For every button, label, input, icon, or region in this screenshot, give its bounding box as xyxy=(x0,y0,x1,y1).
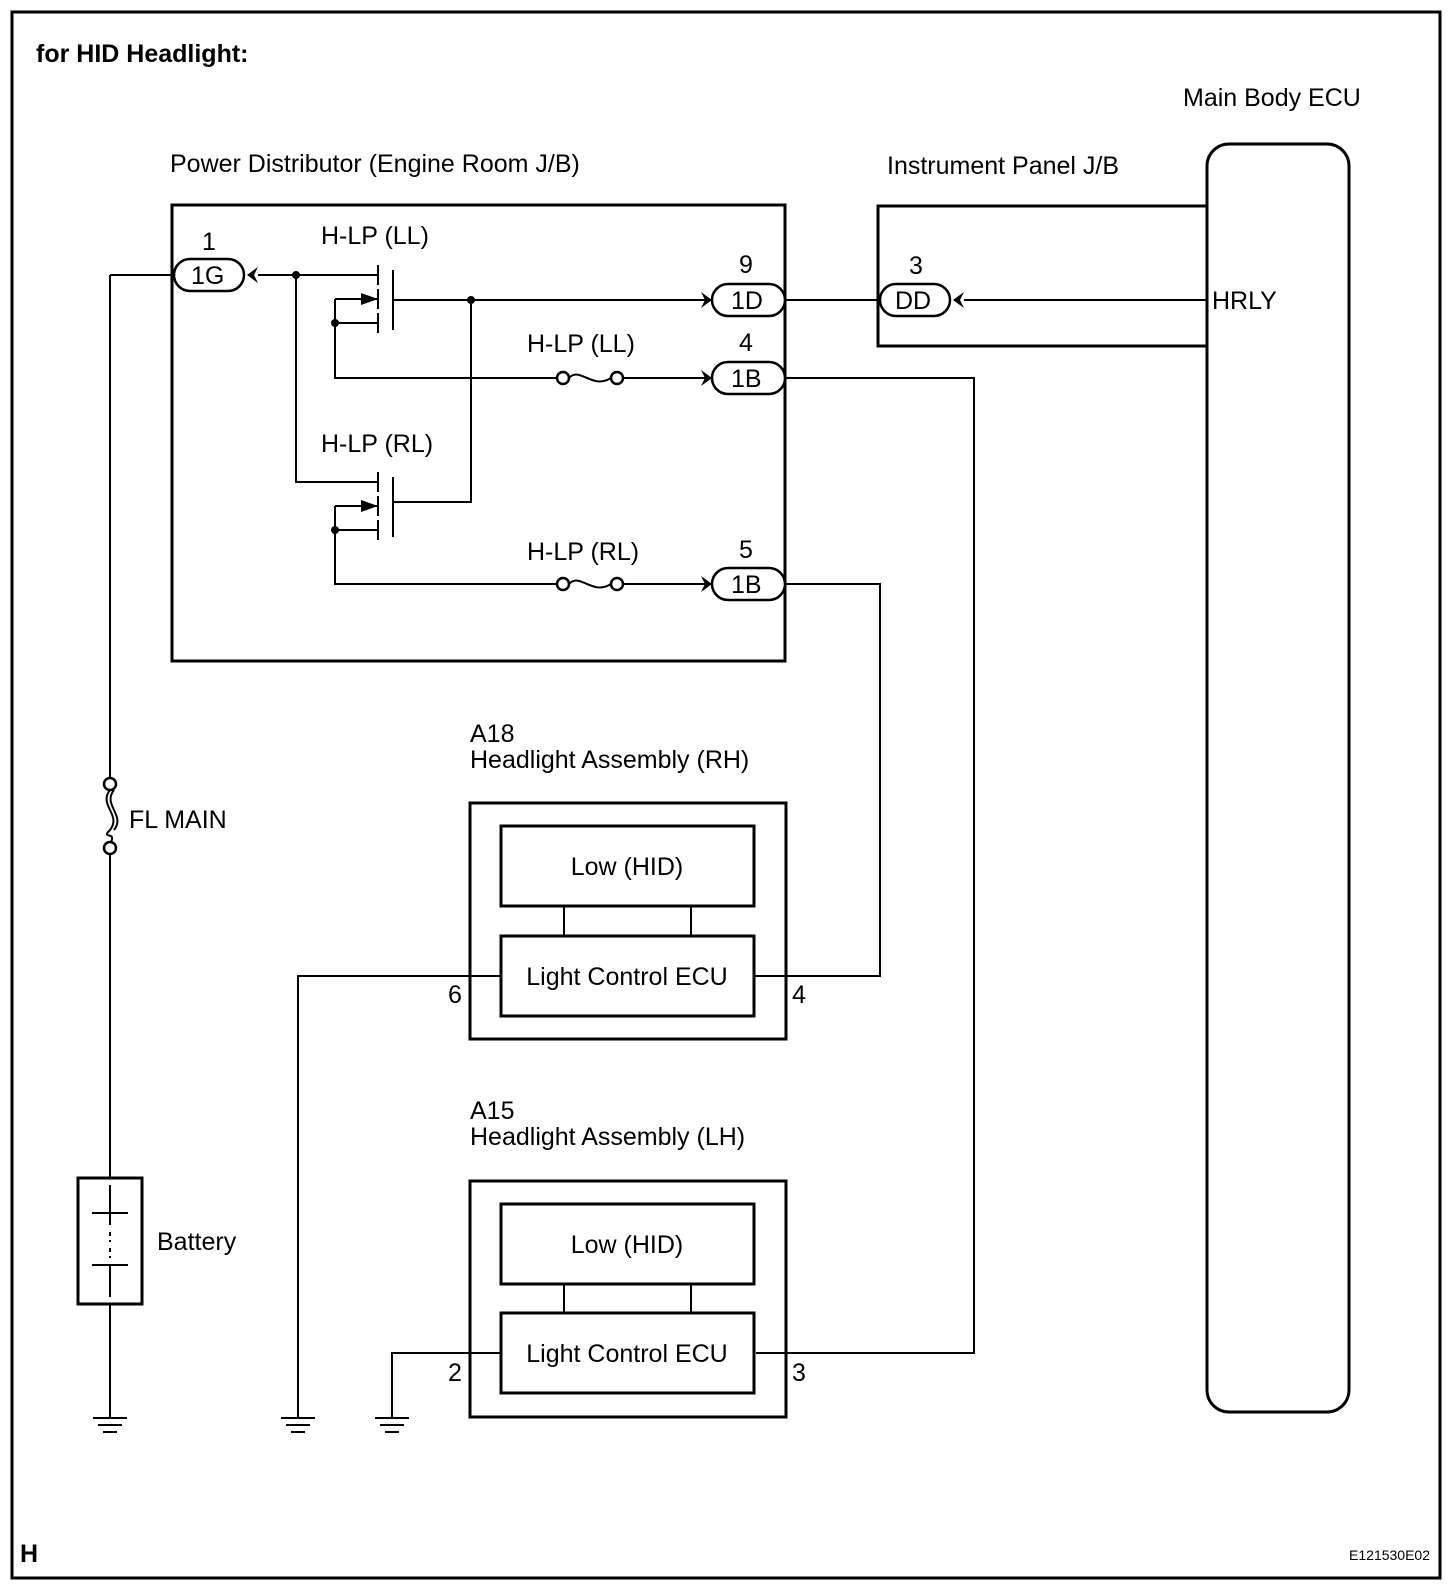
battery-symbol xyxy=(76,1176,144,1306)
headlight-lh-low-label: Low (HID) xyxy=(571,1231,684,1259)
wire-1b4-to-lh xyxy=(756,377,975,1354)
fuse-ll-symbol xyxy=(555,370,625,386)
pin-label: 1 xyxy=(202,228,216,256)
junction-dot xyxy=(331,526,339,534)
hrly-terminal-label: HRLY xyxy=(1212,287,1277,315)
connector-code: DD xyxy=(895,287,931,315)
power-distributor-box xyxy=(170,203,787,663)
fl-main-label: FL MAIN xyxy=(129,806,227,834)
fuse-ll-label: H-LP (LL) xyxy=(527,330,635,358)
wire-lh-ground xyxy=(391,1352,501,1418)
fuse-rl-symbol xyxy=(555,576,625,592)
headlight-lh-name: Headlight Assembly (LH) xyxy=(470,1123,745,1151)
connector-code: 1B xyxy=(731,571,762,599)
connector-arrow-icon xyxy=(701,292,712,308)
figure-id: E121530E02 xyxy=(1349,1547,1430,1563)
pin-label: 6 xyxy=(448,981,462,1009)
pin-label: 9 xyxy=(739,251,753,279)
relay-rl-symbol xyxy=(335,472,394,540)
page-code: H xyxy=(20,1540,38,1568)
instrument-panel-label: Instrument Panel J/B xyxy=(887,152,1119,180)
headlight-lh-box xyxy=(468,1179,788,1419)
ground-icon xyxy=(375,1417,409,1433)
pin-label: 3 xyxy=(909,252,923,280)
connector-arrow-icon xyxy=(953,292,964,308)
main-body-ecu-label: Main Body ECU xyxy=(1183,84,1361,112)
connector-1g xyxy=(172,257,246,293)
relay-rl-label: H-LP (RL) xyxy=(321,430,433,458)
connector-arrow-icon xyxy=(701,370,712,386)
page-frame xyxy=(10,10,1442,1580)
connector-code: 1D xyxy=(731,287,763,315)
headlight-lh-code: A15 xyxy=(470,1097,514,1125)
main-body-ecu-box xyxy=(1205,142,1351,1414)
headlight-rh-low-label: Low (HID) xyxy=(571,853,684,881)
pin-label: 4 xyxy=(739,329,753,357)
headlight-rh-ecu-label: Light Control ECU xyxy=(526,963,727,991)
ground-icon xyxy=(281,1417,315,1433)
pin-label: 5 xyxy=(739,536,753,564)
connector-code: 1B xyxy=(731,365,762,393)
headlight-rh-box xyxy=(468,801,788,1041)
ground-icon xyxy=(93,1417,127,1433)
diagram-heading: for HID Headlight: xyxy=(36,40,249,68)
wire-internal xyxy=(334,299,557,379)
fuse-rl-label: H-LP (RL) xyxy=(527,538,639,566)
headlight-rh-low-box xyxy=(499,824,756,908)
connector-dd xyxy=(878,282,952,318)
pin-label: 3 xyxy=(792,1359,806,1387)
wire-internal xyxy=(393,300,472,503)
pin-label: 2 xyxy=(448,1359,462,1387)
headlight-rh-name: Headlight Assembly (RH) xyxy=(470,746,749,774)
wire-1b5-to-rh xyxy=(756,583,881,977)
relay-ll-symbol xyxy=(335,265,471,333)
connector-code: 1G xyxy=(191,262,224,290)
wire-internal xyxy=(295,275,378,483)
instrument-panel-box xyxy=(876,204,1207,348)
fl-main-fusible-link xyxy=(102,776,119,856)
headlight-lh-low-box xyxy=(499,1202,756,1286)
wire-internal xyxy=(334,506,557,585)
pin-label: 4 xyxy=(792,981,806,1009)
battery-label: Battery xyxy=(157,1228,237,1256)
relay-ll-label: H-LP (LL) xyxy=(321,222,429,250)
wire-rh-ground xyxy=(297,975,501,1418)
connector-arrow-icon xyxy=(701,576,712,592)
headlight-lh-ecu-label: Light Control ECU xyxy=(526,1340,727,1368)
headlight-rh-code: A18 xyxy=(470,720,514,748)
power-distributor-label: Power Distributor (Engine Room J/B) xyxy=(170,150,580,178)
connector-arrow-icon xyxy=(247,267,258,283)
junction-dot xyxy=(331,319,339,327)
